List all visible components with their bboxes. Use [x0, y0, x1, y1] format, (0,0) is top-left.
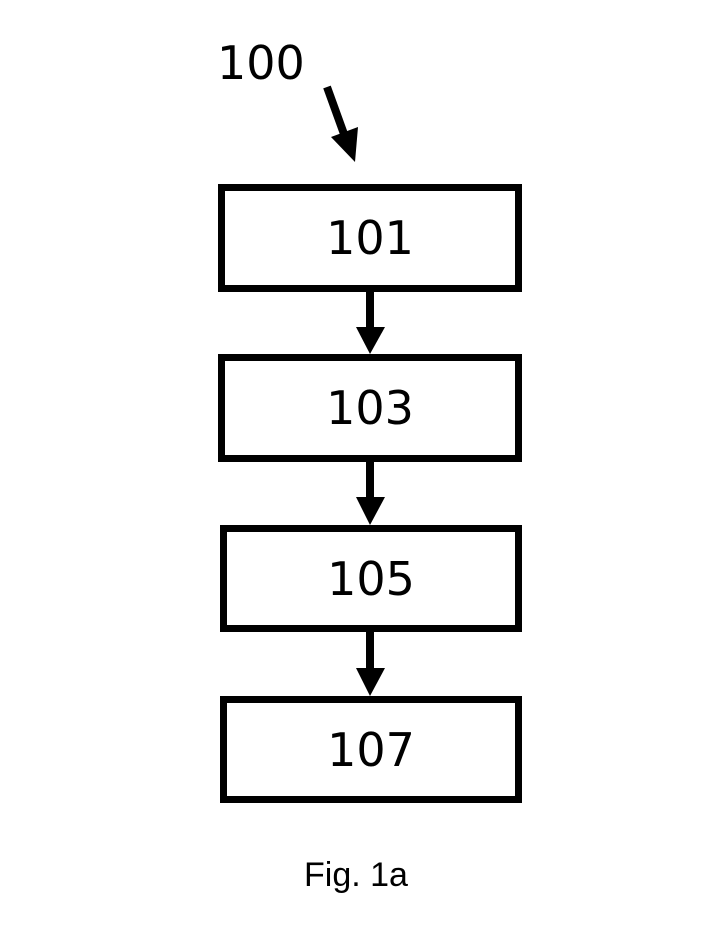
- figure-caption: Fig. 1a: [304, 856, 408, 894]
- flow-arrow-icon: [356, 632, 385, 696]
- step-label: 105: [327, 551, 415, 606]
- reference-numeral-label: 100: [217, 36, 305, 90]
- step-box-101: 101: [218, 184, 522, 292]
- step-box-103: 103: [218, 354, 522, 462]
- flow-arrow-icon: [356, 292, 385, 354]
- step-box-107: 107: [220, 696, 522, 803]
- flow-arrow-icon: [356, 462, 385, 525]
- step-label: 101: [326, 211, 414, 265]
- step-box-105: 105: [220, 525, 522, 632]
- step-label: 107: [327, 722, 415, 777]
- step-label: 103: [326, 381, 414, 435]
